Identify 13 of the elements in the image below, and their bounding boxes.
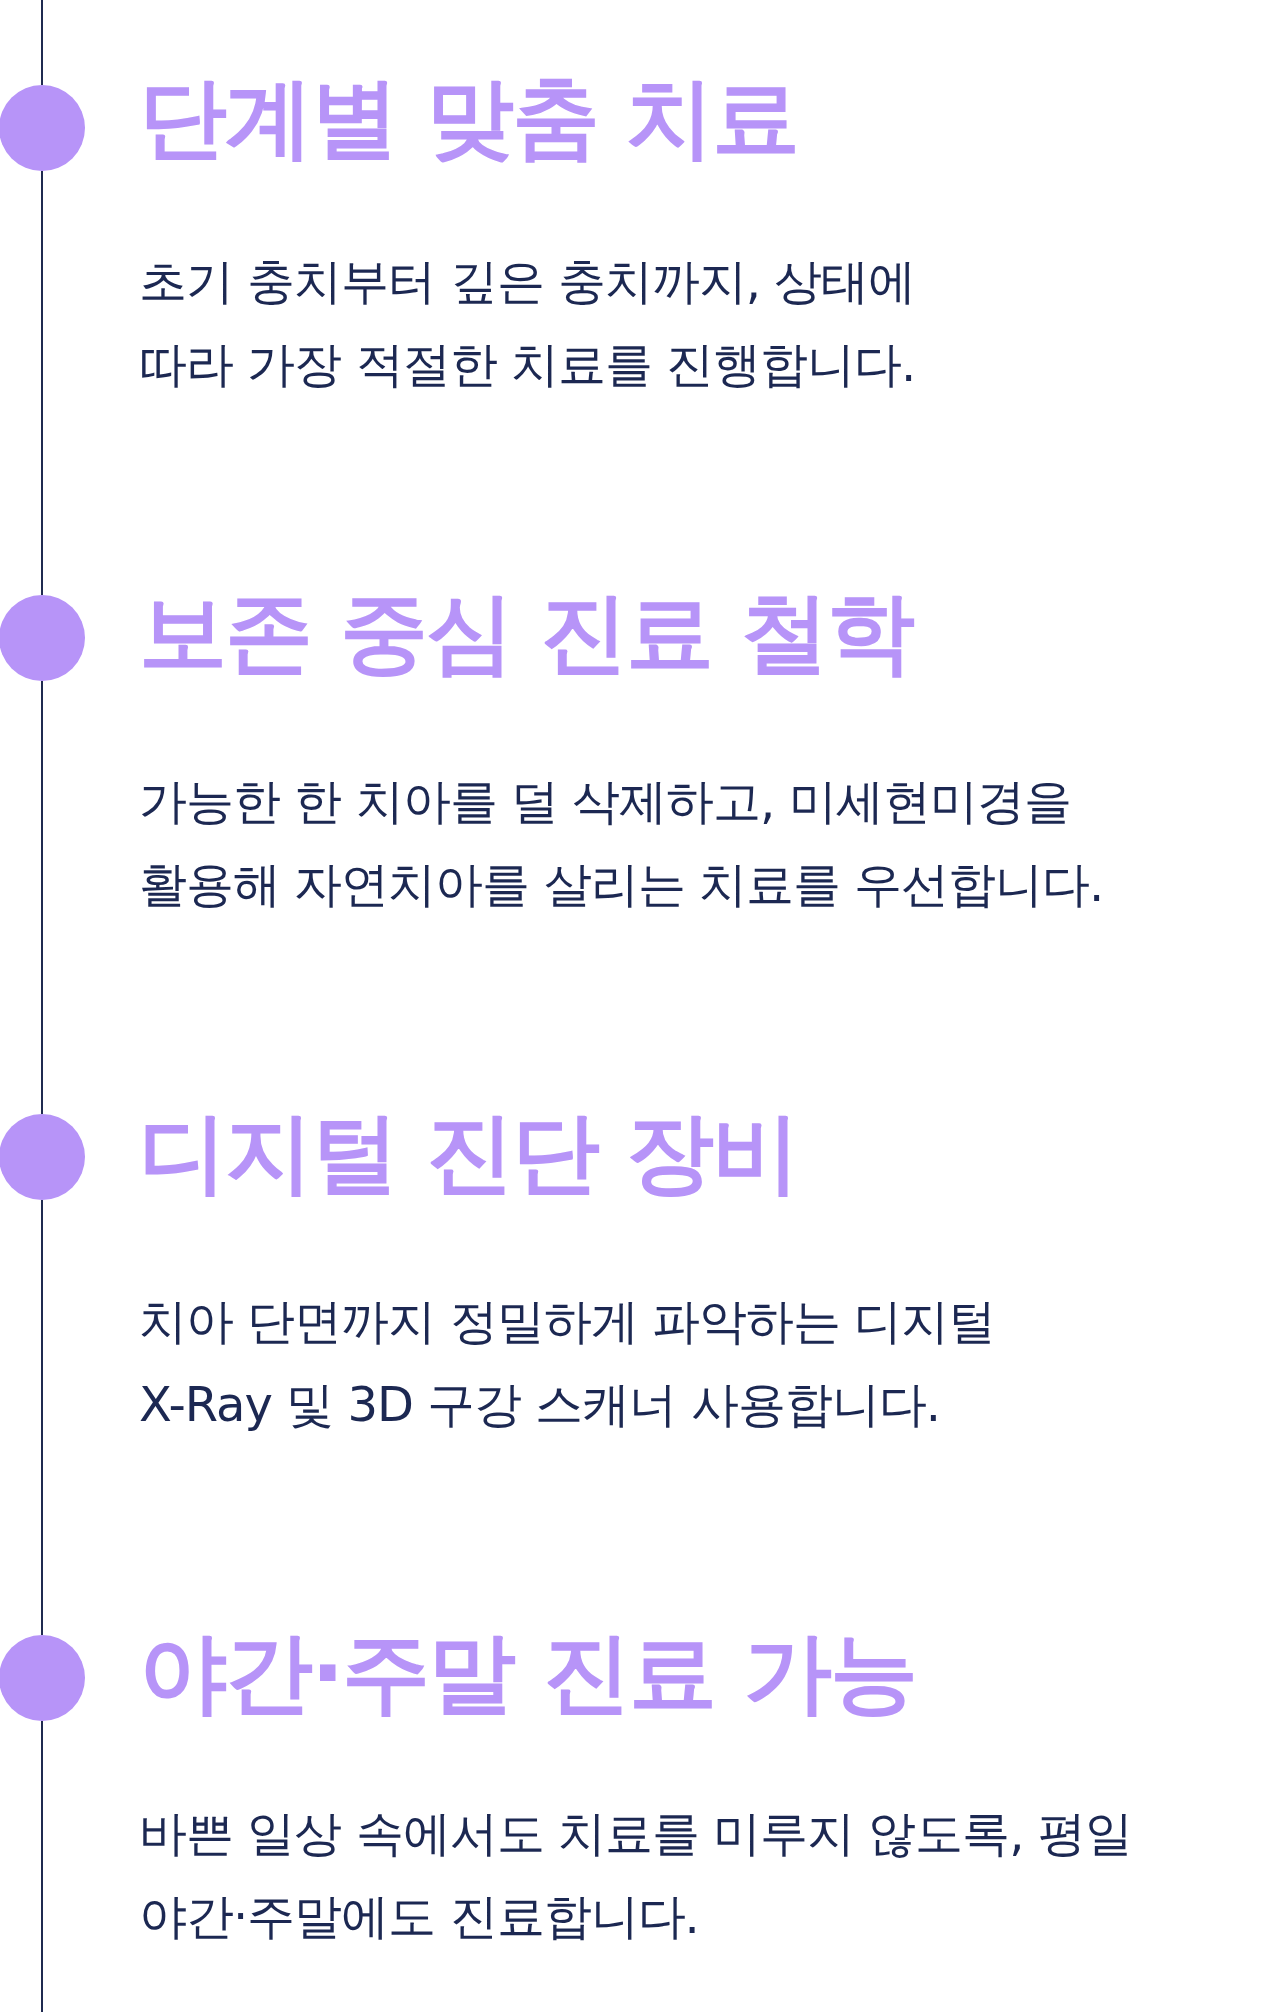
timeline-line xyxy=(41,1199,43,1636)
timeline-line xyxy=(41,170,43,596)
timeline-line xyxy=(41,1720,43,2012)
description-text: 가능한 한 치아를 덜 삭제하고, 미세현미경을 활용해 자연치아를 살리는 치료를 우선합니다. xyxy=(139,772,1105,914)
description-text: 초기 충치부터 깊은 충치까지, 상태에 따라 가장 적절한 치료를 진행합니다. xyxy=(139,252,917,394)
section-heading: 디지털 진단 장비 xyxy=(139,1105,799,1202)
timeline-line xyxy=(41,0,43,86)
section-heading: 보존 중심 진료 철학 xyxy=(139,585,913,682)
description-text: 치아 단면까지 정밀하게 파악하는 디지털 X-Ray 및 3D 구강 스캐너 사용합니다. xyxy=(139,1292,997,1434)
section-heading: 야간·주말 진료 가능 xyxy=(139,1625,916,1722)
section-heading: 단계별 맞춤 치료 xyxy=(139,70,799,167)
timeline-line xyxy=(41,680,43,1115)
description-text: 바쁜 일상 속에서도 치료를 미루지 않도록, 평일 야간·주말에도 진료합니다. xyxy=(139,1804,1133,1946)
